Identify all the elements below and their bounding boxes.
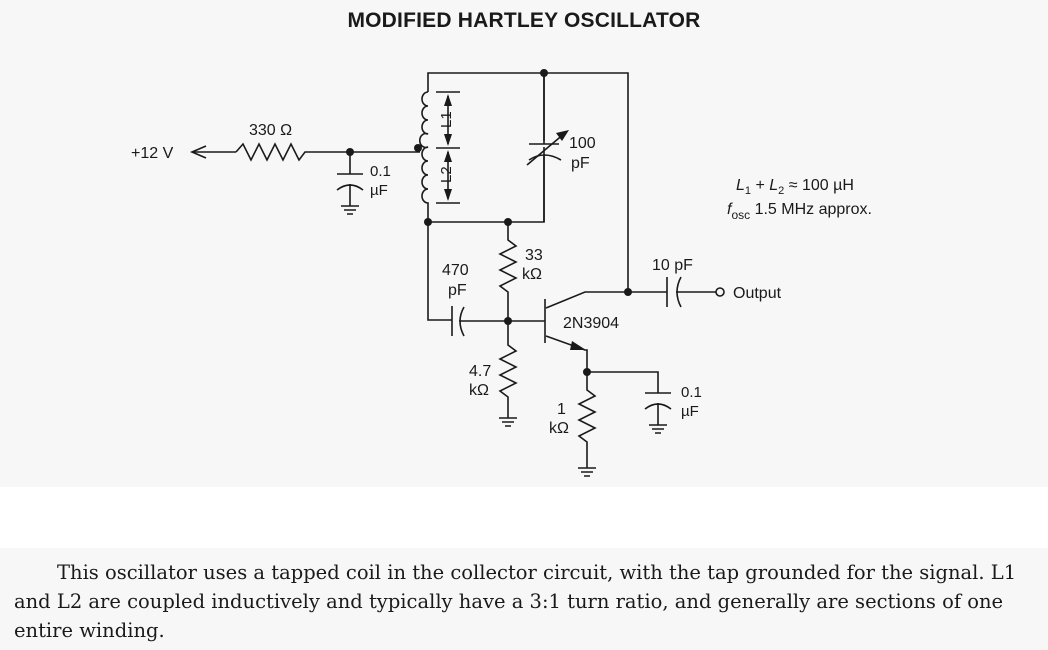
note-frequency: fosc 1.5 MHz approx. — [727, 201, 872, 222]
resistor-zigzag-icon — [235, 142, 420, 162]
cap-output-value: 10 pF — [652, 257, 693, 274]
dimension-arrows-icon — [444, 94, 452, 201]
r1k-value: 1 — [557, 401, 566, 418]
cap-emitter-unit: µF — [681, 403, 699, 420]
resistor-330-label: 330 Ω — [249, 122, 292, 139]
transistor-label: 2N3904 — [563, 315, 619, 332]
r33k-unit: kΩ — [522, 266, 542, 283]
tap-dot — [414, 144, 422, 152]
cap-tune-unit: pF — [571, 155, 590, 172]
cap-tune-value: 100 — [569, 135, 596, 152]
resistor-33k: 33 kΩ — [498, 222, 543, 321]
l1-label: L1 — [438, 111, 455, 128]
cap-470-unit: pF — [448, 282, 467, 299]
capacitor-plates-icon — [451, 306, 510, 337]
supply-terminal: +12 V — [131, 145, 236, 162]
caption-text: This oscillator uses a tapped coil in th… — [14, 561, 1017, 642]
schematic: +12 V 330 Ω 0.1 µF L1 L2 100 pF 33 — [131, 69, 872, 477]
output-label: Output — [733, 285, 782, 302]
resistor-330: 330 Ω — [235, 122, 420, 162]
cap-decouple-unit: µF — [370, 182, 388, 199]
resistor-1k: 1 kΩ — [549, 372, 597, 477]
supply-label: +12 V — [131, 145, 174, 162]
emitter-lead — [545, 335, 588, 372]
design-notes: L1 + L2 ≈ 100 µH fosc 1.5 MHz approx. — [727, 177, 872, 222]
emitter-arrow-icon — [570, 341, 586, 350]
r4k7-value: 4.7 — [469, 363, 491, 380]
capacitor-ground-icon — [587, 371, 672, 434]
transistor-2n3904: 2N3904 — [544, 291, 628, 372]
output-terminal-icon — [715, 287, 725, 297]
collector-top-wire — [427, 72, 629, 292]
supply-arrow-icon — [189, 145, 207, 159]
cap-emitter-value: 0.1 — [681, 384, 702, 401]
variable-arrow-line — [526, 132, 566, 166]
r1k-unit: kΩ — [549, 420, 569, 437]
caption-panel: This oscillator uses a tapped coil in th… — [0, 548, 1048, 650]
inductor-coil: L1 L2 — [414, 91, 460, 321]
capacitor-plates-icon — [628, 276, 716, 308]
variable-arrow-icon — [556, 130, 569, 141]
schematic-panel — [0, 0, 1048, 487]
winding-markers — [436, 91, 460, 204]
resistor-4k7: 4.7 kΩ — [469, 321, 518, 427]
capacitor-emitter: 0.1 µF — [587, 371, 702, 434]
diagram-title: MODIFIED HARTLEY OSCILLATOR — [347, 9, 701, 32]
collector-lead — [545, 291, 628, 309]
variable-capacitor: 100 pF — [526, 73, 596, 222]
capacitor-output: 10 pF Output — [628, 257, 782, 308]
resistor-ground-icon — [577, 372, 597, 477]
cap-decouple-value: 0.1 — [370, 163, 391, 180]
cap-470-value: 470 — [442, 262, 469, 279]
capacitor-feedback: 470 pF — [442, 262, 510, 337]
note-inductance: L1 + L2 ≈ 100 µH — [736, 177, 854, 197]
r4k7-unit: kΩ — [469, 382, 489, 399]
capacitor-ground-icon — [336, 152, 364, 215]
resistor-zigzag-icon — [498, 222, 518, 321]
resistor-ground-icon — [498, 321, 518, 427]
l2-label: L2 — [438, 166, 455, 183]
inductor-icon — [419, 91, 452, 321]
r33k-value: 33 — [525, 247, 543, 264]
capacitor-decouple: 0.1 µF — [336, 148, 391, 215]
capacitor-plates-icon — [528, 73, 562, 222]
